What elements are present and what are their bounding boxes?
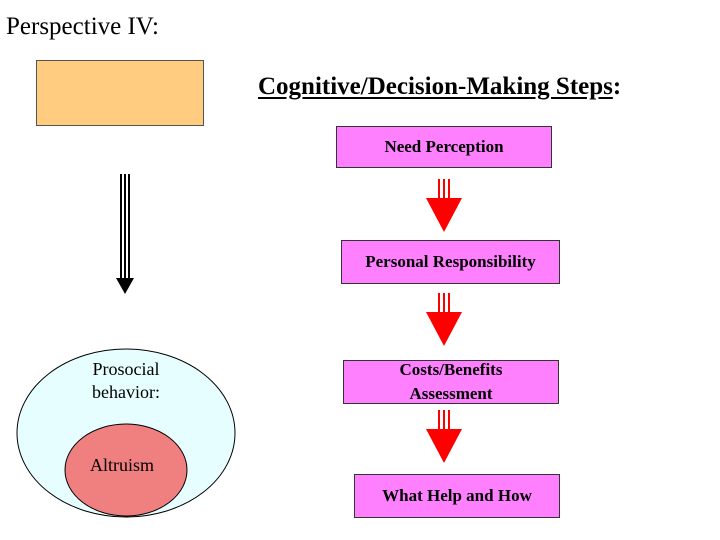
- steps-heading-colon: :: [612, 73, 622, 100]
- altruism-circle: [64, 423, 188, 517]
- empty-orange-box: [36, 60, 204, 126]
- step-label: Costs/Benefits Assessment: [399, 360, 503, 403]
- prosocial-behavior-label: Prosocial behavior:: [92, 359, 160, 403]
- red-arrow-2: [426, 293, 462, 346]
- altruism-label: Altruism: [89, 455, 154, 475]
- step-costs-benefits: Costs/Benefits Assessment: [343, 360, 559, 404]
- step-need-perception: Need Perception: [336, 126, 552, 168]
- step-label: Need Perception: [384, 137, 504, 157]
- step-personal-responsibility: Personal Responsibility: [341, 240, 560, 284]
- steps-heading-text: Cognitive/Decision-Making Steps: [258, 73, 613, 100]
- black-down-arrow: [116, 174, 134, 294]
- red-arrow-1: [426, 179, 462, 232]
- step-what-help-and-how: What Help and How: [354, 474, 560, 518]
- step-label: Personal Responsibility: [365, 252, 536, 272]
- steps-heading: Cognitive/Decision-Making Steps:: [258, 74, 621, 99]
- step-label: What Help and How: [382, 486, 532, 506]
- slide-title: Perspective IV:: [6, 13, 159, 40]
- red-arrow-3: [426, 410, 462, 463]
